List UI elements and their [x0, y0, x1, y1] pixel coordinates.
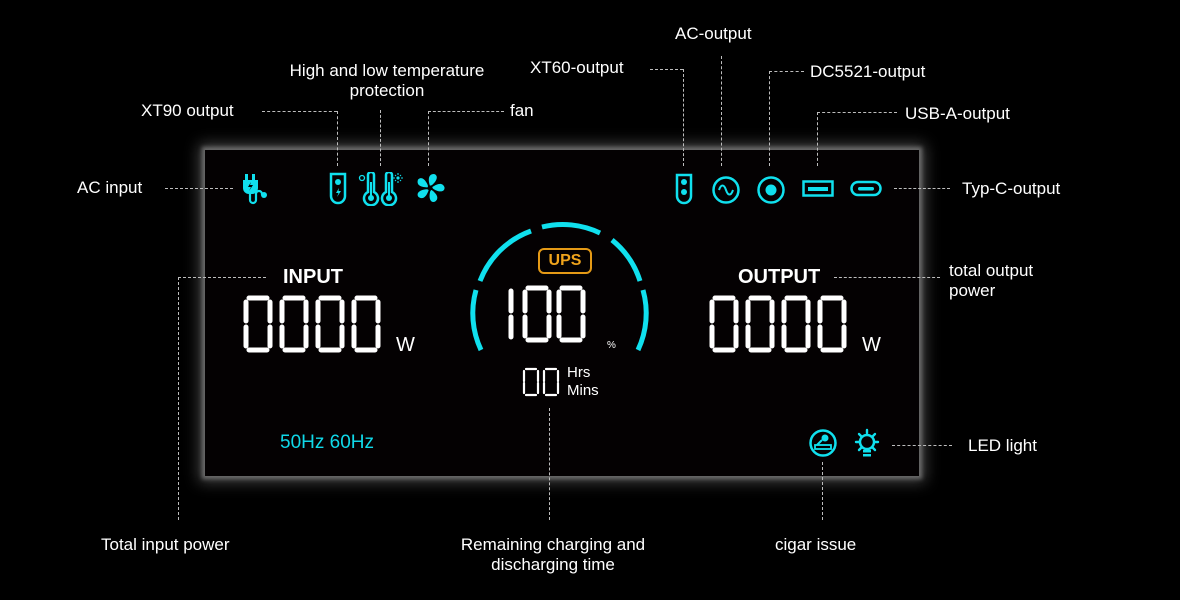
- thermometer-icons: [358, 172, 403, 206]
- leader-xt90-h: [262, 111, 337, 112]
- leader-output: [834, 277, 940, 278]
- battery-percent-digits: [508, 285, 606, 343]
- callout-fan: fan: [510, 101, 534, 120]
- callout-remaining-line2: discharging time: [491, 555, 615, 574]
- leader-input-v: [178, 277, 179, 520]
- usb-a-port-icon: [802, 180, 834, 197]
- leader-fan-h: [428, 111, 504, 112]
- input-label: INPUT: [283, 266, 343, 288]
- thermometer-low-icon: [358, 172, 380, 206]
- output-label: OUTPUT: [738, 266, 821, 288]
- leader-remaining-time: [549, 408, 550, 520]
- callout-temp-line2: protection: [349, 81, 425, 100]
- lcd-panel: [205, 150, 919, 476]
- leader-ac-output-v: [721, 56, 722, 166]
- leader-cigar: [822, 462, 823, 520]
- callout-ac-output: AC-output: [675, 24, 752, 43]
- callout-typ-c-output: Typ-C-output: [962, 179, 1061, 198]
- callout-usb-a-output: USB-A-output: [905, 104, 1010, 123]
- time-unit-hrs: Hrs: [567, 364, 591, 381]
- percent-unit: %: [607, 340, 616, 351]
- callout-total-input-power: Total input power: [101, 535, 230, 554]
- callout-total-output-line1: total output: [949, 261, 1034, 280]
- ac-plug-icon: [243, 174, 267, 205]
- callout-cigar-issue: cigar issue: [775, 535, 857, 554]
- xt60-port-icon: [675, 173, 693, 205]
- leader-usb-a-v: [817, 112, 818, 166]
- callout-xt90-output: XT90 output: [141, 101, 234, 120]
- leader-temp-v: [380, 110, 381, 166]
- usb-c-port-icon: [850, 180, 882, 197]
- ups-badge: UPS: [538, 248, 592, 274]
- leader-usb-a-h: [817, 112, 897, 113]
- callout-temp-protection: High and low temperature protection: [262, 61, 512, 101]
- callout-total-output-power: total output power: [949, 261, 1033, 301]
- dc5521-port-icon: [757, 176, 785, 204]
- callout-xt60-output: XT60-output: [530, 58, 624, 77]
- callout-led-light: LED light: [968, 436, 1037, 455]
- leader-ac-input: [165, 188, 233, 189]
- input-power-digits: [243, 295, 391, 353]
- leader-typ-c: [894, 188, 950, 189]
- callout-total-output-line2: power: [949, 281, 996, 300]
- output-unit: W: [862, 334, 881, 356]
- leader-xt90-v: [337, 111, 338, 166]
- output-power-digits: [709, 295, 857, 353]
- leader-dc5521-v: [769, 71, 770, 166]
- callout-remaining-time: Remaining charging and discharging time: [423, 535, 683, 575]
- callout-ac-input: AC input: [77, 178, 143, 197]
- callout-remaining-line1: Remaining charging and: [460, 535, 646, 554]
- callout-dc5521-output: DC5521-output: [810, 62, 926, 81]
- callout-temp-line1: High and low temperature: [289, 61, 485, 80]
- led-bulb-icon: [854, 428, 880, 457]
- cigar-lighter-icon: [809, 429, 837, 457]
- leader-xt60-v: [683, 69, 684, 166]
- leader-dc5521-h: [769, 71, 804, 72]
- fan-icon: [417, 174, 445, 202]
- thermometer-high-icon: [380, 172, 403, 206]
- xt90-port-icon: [329, 172, 347, 205]
- ac-sine-icon: [712, 176, 740, 204]
- remaining-time-digits: [522, 367, 560, 397]
- input-unit: W: [396, 334, 415, 356]
- battery-gauge-arc: [470, 221, 649, 352]
- leader-led: [892, 445, 952, 446]
- leader-input-h: [178, 277, 266, 278]
- frequency-indicator: 50Hz 60Hz: [280, 432, 374, 453]
- leader-fan-v: [428, 111, 429, 166]
- time-unit-mins: Mins: [567, 382, 599, 399]
- leader-xt60-h: [650, 69, 683, 70]
